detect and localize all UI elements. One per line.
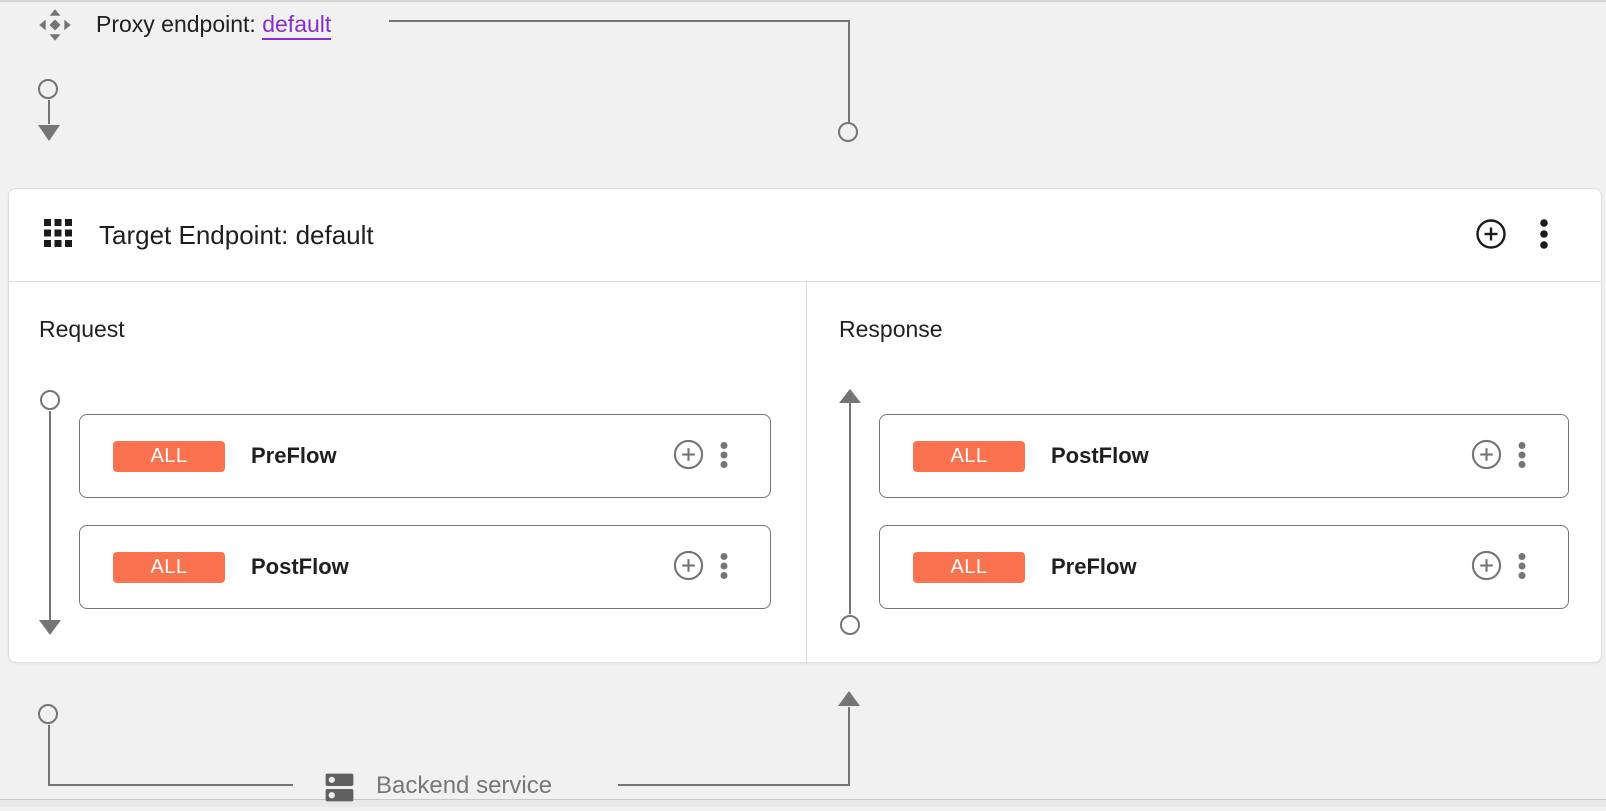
request-panel-label: Request — [39, 316, 125, 342]
backend-return-line-vertical — [848, 707, 850, 786]
backend-service-label: Backend service — [376, 772, 553, 799]
target-endpoint-card: Target Endpoint: default — [8, 188, 1602, 664]
proxy-endpoint-row: Proxy endpoint: default — [96, 10, 332, 40]
more-vert-icon — [720, 441, 728, 472]
more-vert-icon — [720, 552, 728, 583]
proxy-connector-line-vertical — [848, 20, 850, 122]
flow-menu-button[interactable] — [1518, 552, 1526, 583]
flow-name: PostFlow — [1051, 443, 1149, 468]
add-flow-button[interactable] — [1475, 218, 1507, 253]
flow-card-request-postflow[interactable]: ALL PostFlow — [79, 525, 771, 609]
flow-name: PreFlow — [1051, 554, 1137, 579]
add-circle-icon — [673, 439, 704, 473]
flow-menu-button[interactable] — [720, 552, 728, 583]
flow-menu-button[interactable] — [720, 441, 728, 472]
request-inflow-line — [48, 100, 50, 124]
add-circle-icon — [673, 550, 704, 584]
add-policy-button[interactable] — [1471, 439, 1502, 473]
request-inflow-circle — [38, 79, 58, 99]
more-vert-icon — [1539, 217, 1549, 254]
request-flow-start-circle — [40, 390, 60, 410]
flow-name: PreFlow — [251, 443, 337, 468]
add-policy-button[interactable] — [673, 550, 704, 584]
condition-badge: ALL — [913, 551, 1025, 583]
backend-outflow-line-vertical — [48, 725, 50, 786]
endpoint-menu-button[interactable] — [1539, 217, 1549, 254]
window-top-border — [0, 0, 1606, 2]
target-endpoint-header: Target Endpoint: default — [9, 189, 1601, 281]
backend-outflow-circle — [38, 704, 58, 724]
response-flow-arrow-icon — [839, 389, 861, 403]
flow-card-response-preflow[interactable]: ALL PreFlow — [879, 525, 1569, 609]
proxy-endpoint-label: Proxy endpoint: — [96, 11, 256, 37]
window-bottom-border — [0, 799, 1606, 807]
backend-return-line-horizontal — [618, 784, 850, 786]
more-vert-icon — [1518, 552, 1526, 583]
flow-card-request-preflow[interactable]: ALL PreFlow — [79, 414, 771, 498]
add-circle-icon — [1471, 439, 1502, 473]
proxy-endpoint-link[interactable]: default — [262, 11, 332, 40]
add-circle-icon — [1471, 550, 1502, 584]
request-response-divider — [806, 281, 807, 664]
proxy-connector-end-circle — [838, 122, 858, 142]
add-policy-button[interactable] — [673, 439, 704, 473]
more-vert-icon — [1518, 441, 1526, 472]
add-policy-button[interactable] — [1471, 550, 1502, 584]
response-panel-label: Response — [839, 316, 943, 342]
condition-badge: ALL — [113, 440, 225, 472]
flow-name: PostFlow — [251, 554, 349, 579]
backend-return-arrow-icon — [838, 691, 860, 706]
request-flow-line — [49, 411, 51, 620]
add-circle-icon — [1475, 218, 1507, 253]
grid-icon — [44, 218, 72, 252]
target-endpoint-title: Target Endpoint: default — [99, 219, 374, 250]
condition-badge: ALL — [113, 551, 225, 583]
response-flow-line — [849, 403, 851, 614]
flow-menu-button[interactable] — [1518, 441, 1526, 472]
backend-outflow-line-horizontal — [48, 784, 293, 786]
header-divider — [9, 281, 1601, 282]
proxy-endpoint-icon — [37, 7, 73, 48]
condition-badge: ALL — [913, 440, 1025, 472]
request-flow-arrow-icon — [39, 620, 61, 635]
response-flow-start-circle — [840, 615, 860, 635]
request-inflow-arrow-icon — [38, 125, 60, 141]
flow-card-response-postflow[interactable]: ALL PostFlow — [879, 414, 1569, 498]
dns-icon — [321, 769, 358, 811]
proxy-connector-line-horizontal — [389, 20, 850, 22]
